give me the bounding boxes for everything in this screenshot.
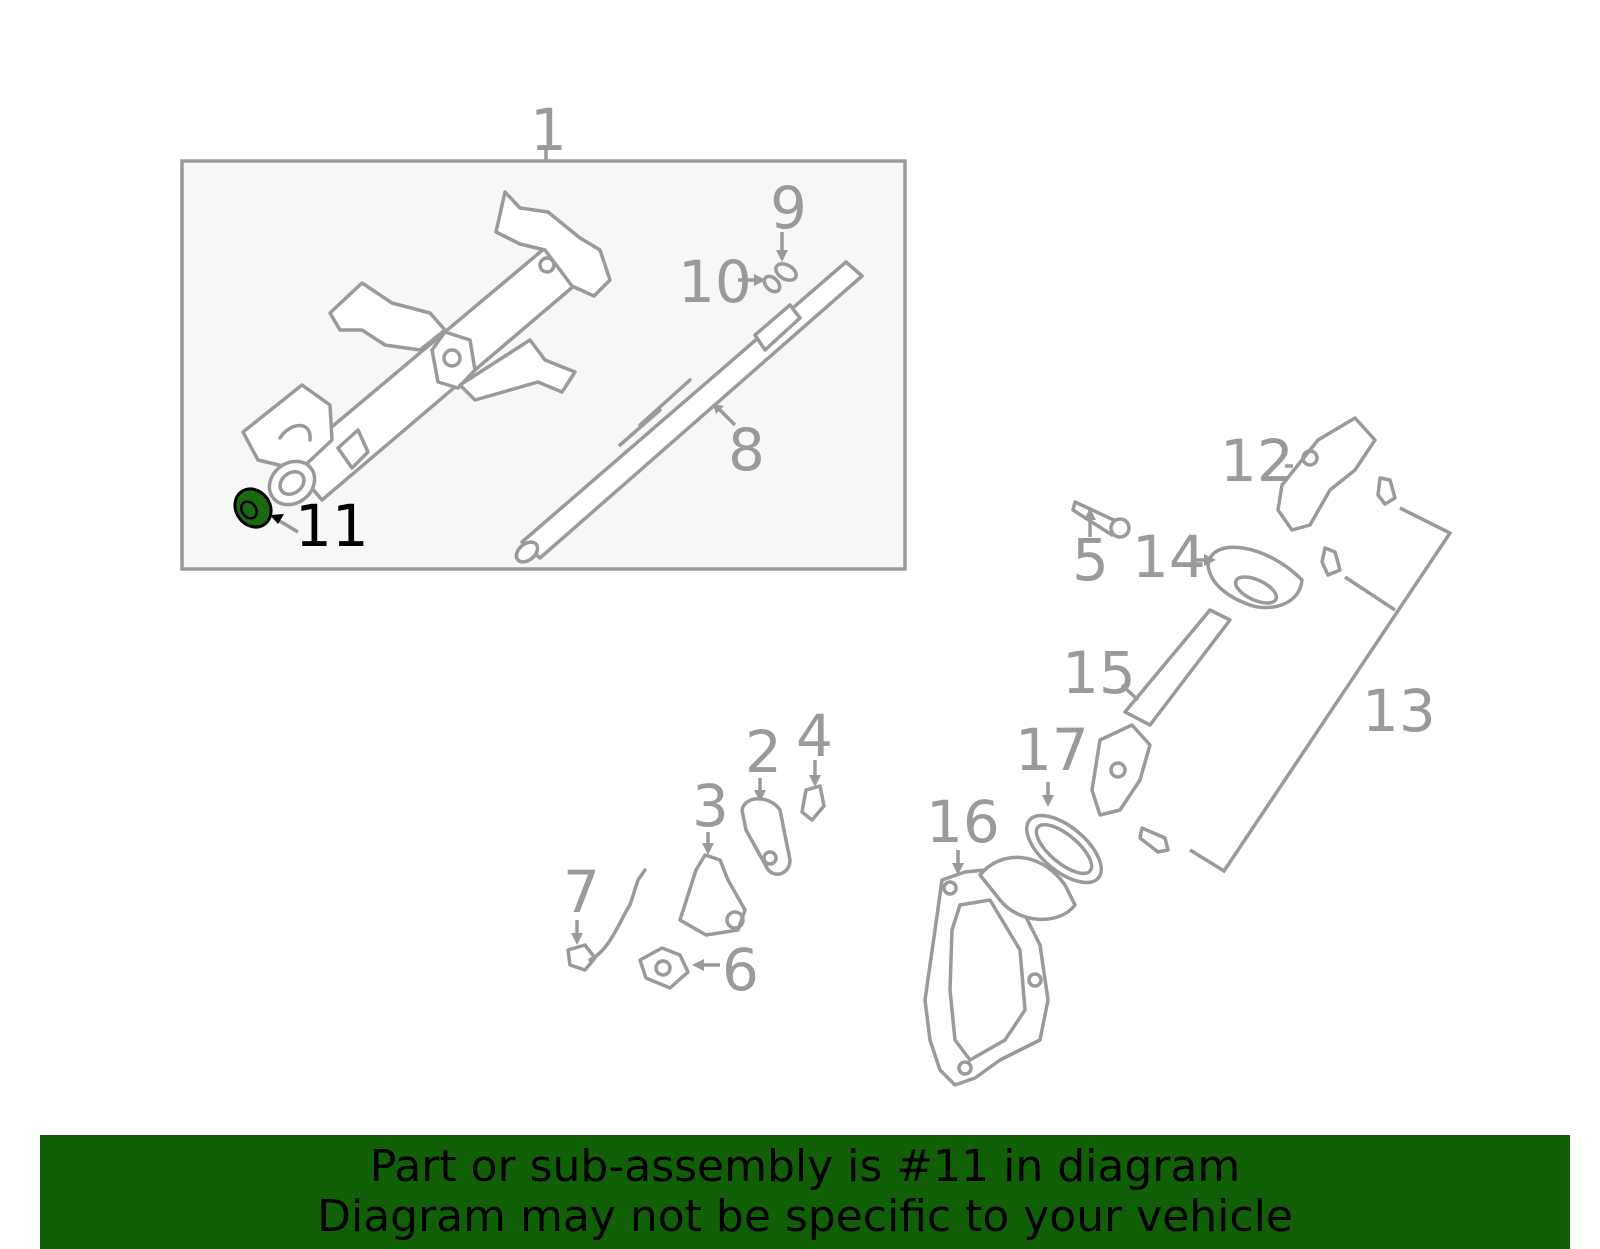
clips-9-10-drawing — [762, 262, 798, 294]
callout-2: 2 — [745, 718, 782, 786]
callout-5: 5 — [1072, 526, 1109, 594]
banner-line-part-number: Part or sub-assembly is #11 in diagram — [369, 1141, 1241, 1192]
callout-1: 1 — [530, 96, 567, 164]
callout-7: 7 — [563, 858, 600, 926]
callout-11: 11 — [295, 492, 369, 560]
callout-17: 17 — [1015, 716, 1089, 784]
shaft-8-drawing — [514, 260, 864, 564]
brackets-drawing — [566, 784, 826, 990]
part-11-highlighted-drawing — [233, 487, 273, 529]
callout-15: 15 — [1062, 639, 1136, 707]
callout-8: 8 — [728, 416, 765, 484]
callout-13: 13 — [1362, 677, 1436, 745]
info-banner-background — [40, 1135, 1570, 1249]
steering-column-drawing — [241, 190, 612, 507]
callout-6: 6 — [722, 936, 759, 1004]
callout-10: 10 — [678, 248, 752, 316]
callout-16: 16 — [926, 788, 1000, 856]
banner-line-disclaimer: Diagram may not be specific to your vehi… — [317, 1191, 1293, 1242]
upper-right-parts-drawing — [1071, 416, 1453, 874]
callout-12: 12 — [1220, 427, 1294, 495]
callout-4: 4 — [796, 702, 833, 770]
boot-16-17-drawing — [923, 813, 1104, 1087]
callout-9: 9 — [770, 174, 807, 242]
leader-lines — [270, 232, 1293, 971]
callout-3: 3 — [692, 772, 729, 840]
info-banner: Part or sub-assembly is #11 in diagram D… — [40, 1135, 1570, 1249]
callout-14: 14 — [1132, 523, 1206, 591]
